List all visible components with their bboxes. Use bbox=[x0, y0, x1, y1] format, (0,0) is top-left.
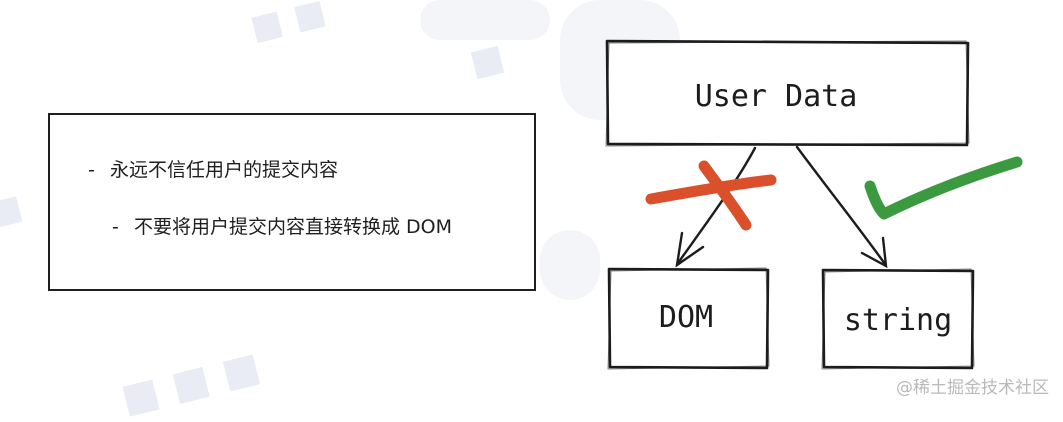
dom-label: DOM bbox=[659, 300, 713, 335]
arrow-to-dom bbox=[675, 146, 757, 268]
string-node: string bbox=[821, 268, 975, 370]
bullet-dash: - bbox=[88, 159, 95, 181]
note-box: -永远不信任用户的提交内容 -不要将用户提交内容直接转换成 DOM bbox=[48, 113, 536, 291]
check-stroke bbox=[864, 156, 1023, 220]
flow-diagram: User Data DOM string bbox=[605, 39, 1023, 370]
arrow-to-string bbox=[795, 145, 888, 269]
user-data-box-sketch bbox=[605, 40, 970, 147]
string-label: string bbox=[844, 303, 952, 338]
note-line-1: -永远不信任用户的提交内容 bbox=[88, 155, 338, 182]
cross-stroke-horizontal bbox=[645, 174, 777, 205]
arrow-to-dom-shaft bbox=[676, 146, 757, 265]
user-data-box bbox=[605, 39, 970, 147]
note-line-2: -不要将用户提交内容直接转换成 DOM bbox=[112, 212, 452, 239]
footer-watermark: @稀土掘金技术社区 bbox=[896, 378, 1049, 398]
accept-check-mark bbox=[864, 156, 1023, 220]
note-text-2: 不要将用户提交内容直接转换成 DOM bbox=[134, 216, 453, 238]
dom-box bbox=[607, 267, 770, 370]
dom-node: DOM bbox=[607, 267, 770, 370]
bullet-dash: - bbox=[112, 216, 119, 238]
arrow-to-string-head bbox=[860, 236, 888, 269]
reject-cross-mark bbox=[645, 160, 777, 231]
arrow-to-dom-head bbox=[675, 231, 705, 268]
note-text-1: 永远不信任用户的提交内容 bbox=[110, 159, 339, 181]
arrow-to-string-shaft bbox=[795, 145, 887, 266]
dom-box-sketch bbox=[607, 267, 770, 370]
cross-stroke-diagonal bbox=[698, 160, 752, 231]
string-box-sketch bbox=[821, 268, 975, 370]
user-data-node: User Data bbox=[605, 39, 970, 147]
string-box bbox=[821, 268, 975, 370]
user-data-label: User Data bbox=[695, 79, 858, 114]
